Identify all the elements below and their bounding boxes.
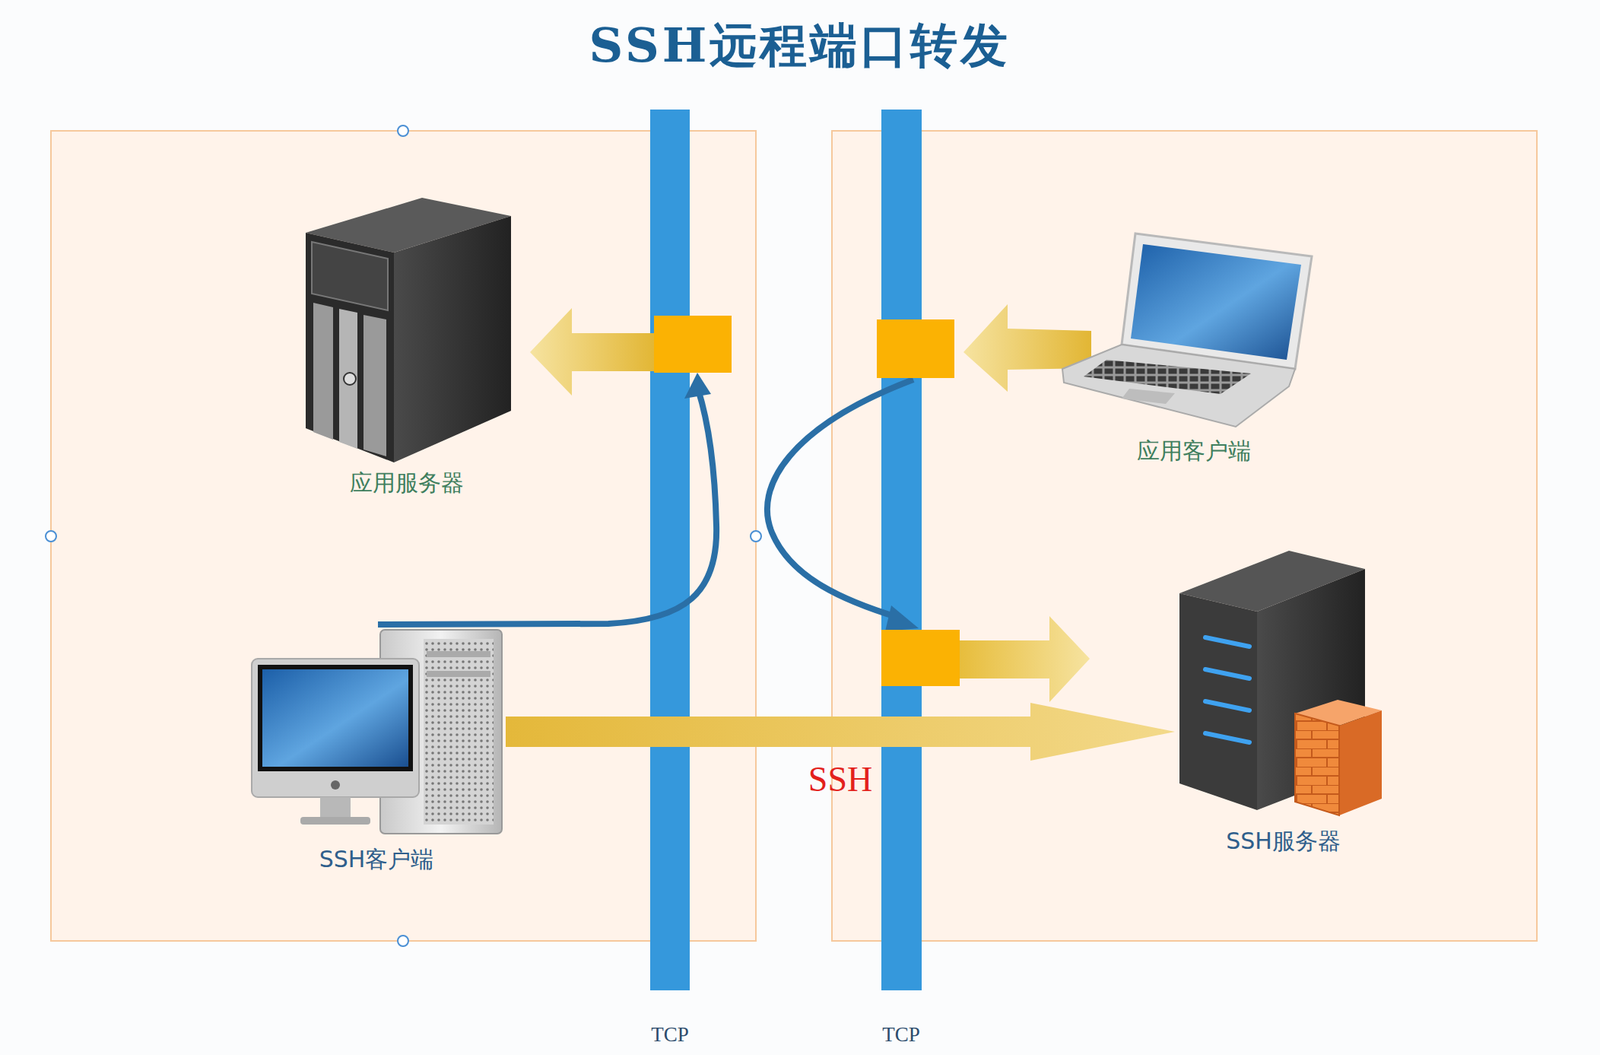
tcp-bar <box>650 109 690 991</box>
drawing-part <box>363 314 387 457</box>
ssh-client: SSH客户端 <box>247 628 506 874</box>
drawing-part <box>262 669 409 767</box>
drawing-part <box>1295 713 1340 816</box>
drawing-part <box>393 215 512 463</box>
drawing-part <box>330 780 340 790</box>
forward-arrow <box>959 615 1090 702</box>
drawing-part <box>1205 669 1250 679</box>
protocol-label: TCP <box>863 1023 940 1047</box>
diagram-title: SSH远程端口转发 <box>0 13 1600 78</box>
laptop-icon <box>1060 230 1327 429</box>
drawing-part <box>750 530 762 542</box>
tunnel-curve <box>767 379 914 618</box>
forward-arrow <box>530 307 656 396</box>
ssh-server: SSH服务器 <box>1174 547 1392 855</box>
app-client: 应用客户端 <box>1060 230 1327 465</box>
protocol-label: TCP <box>631 1023 708 1047</box>
drawing-part <box>1205 637 1250 743</box>
node-label: 应用客户端 <box>1060 436 1327 466</box>
drawing-part <box>1205 701 1250 711</box>
server-tower-icon <box>296 196 518 467</box>
drawing-part <box>339 308 358 449</box>
drawing-part <box>1130 244 1302 360</box>
app-server: 应用服务器 <box>296 196 518 497</box>
drawing-part <box>1339 710 1382 816</box>
drawing-part <box>397 935 409 947</box>
ssh-tunnel-arrow <box>505 702 1175 761</box>
drawing-part <box>320 796 351 819</box>
left-region <box>50 130 756 941</box>
drawing-part <box>1083 359 1251 394</box>
drawing-part <box>343 372 356 385</box>
drawing-part <box>426 650 491 658</box>
drawing-part <box>397 125 409 137</box>
drawing-part <box>423 638 494 825</box>
curve-arrowhead <box>684 372 712 399</box>
drawing-part <box>1062 344 1296 427</box>
edge-label: SSH <box>802 760 879 800</box>
port-box <box>881 629 960 686</box>
node-label: SSH客户端 <box>247 844 506 874</box>
drawing-part <box>1205 637 1250 647</box>
drawing-part <box>257 664 413 772</box>
drawing-part <box>1121 388 1175 404</box>
desktop-computer-icon <box>247 628 506 838</box>
port-box <box>653 315 732 373</box>
drawing-part <box>305 232 394 463</box>
curve-arrowhead <box>885 605 919 632</box>
node-label: 应用服务器 <box>296 468 518 498</box>
drawing-part <box>1179 593 1258 810</box>
drawing-part <box>251 658 420 797</box>
ssh-server-icon <box>1174 547 1392 822</box>
drawing-part <box>426 670 491 677</box>
right-region <box>831 130 1537 941</box>
drawing-part <box>300 816 371 825</box>
drawing-part <box>1205 733 1250 743</box>
node-label: SSH服务器 <box>1174 826 1392 856</box>
drawing-part <box>311 241 388 311</box>
port-box <box>876 319 955 378</box>
drawing-part <box>313 302 334 440</box>
tcp-bar <box>881 109 922 991</box>
drawing-part <box>45 530 57 542</box>
